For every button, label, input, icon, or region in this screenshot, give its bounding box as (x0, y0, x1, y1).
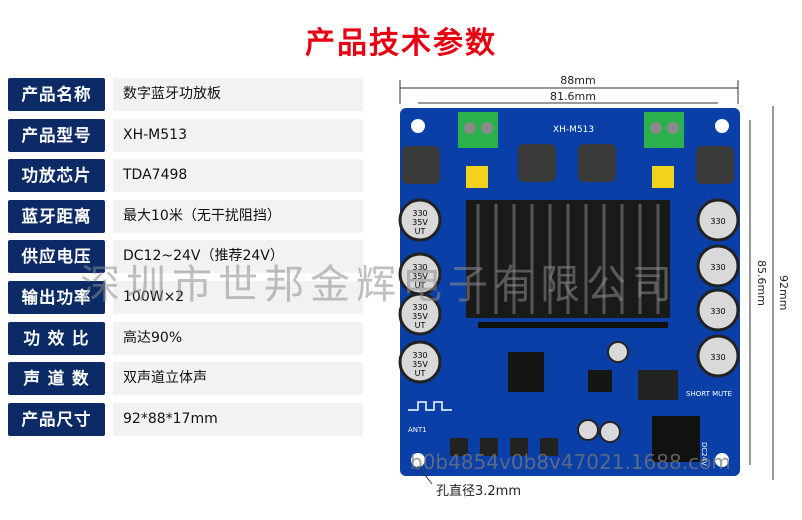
spec-value: 数字蓝牙功放板 (113, 78, 363, 111)
ic-chip (508, 352, 544, 392)
film-capacitor (466, 166, 488, 188)
spec-value: DC12~24V（推荐24V） (113, 240, 363, 274)
spec-value: 最大10米（无干扰阻挡） (113, 199, 363, 233)
dc-jack (652, 416, 700, 462)
antenna-trace (408, 401, 452, 411)
spec-label: 产品型号 (8, 118, 105, 152)
screw (667, 122, 679, 134)
inductor (518, 144, 556, 182)
board-model-silk: XH-M513 (553, 125, 594, 135)
svg-text:35V: 35V (412, 218, 428, 227)
screw (650, 122, 662, 134)
capacitor-right-1: 330 (696, 198, 740, 242)
screw (464, 122, 476, 134)
svg-text:330: 330 (412, 263, 427, 272)
spec-row: 蓝牙距离最大10米（无干扰阻挡） (8, 199, 363, 233)
svg-text:330: 330 (412, 209, 427, 218)
small-capacitor (599, 421, 621, 443)
hole-arrow (417, 465, 433, 485)
page-title: 产品技术参数 (305, 26, 497, 61)
tactile-button (480, 438, 498, 456)
dc-label: DC24V (700, 442, 708, 466)
spec-label: 蓝牙距离 (8, 199, 105, 233)
board-figure: 88mm 81.6mm 92mm 85.6mm XH-M513 (388, 70, 798, 516)
short-mute-label: SHORT MUTE (686, 390, 732, 398)
board-illustration: 88mm 81.6mm 92mm 85.6mm XH-M513 (398, 74, 790, 485)
dim-outer-height: 92mm (777, 275, 790, 310)
inductor (578, 144, 616, 182)
svg-text:330: 330 (710, 353, 725, 362)
film-capacitor (652, 166, 674, 188)
mount-hole (715, 453, 729, 467)
inductor (696, 146, 734, 184)
spec-label: 产品尺寸 (8, 402, 105, 436)
dim-outer-width: 88mm (560, 74, 595, 87)
shop-id-watermark: b0b4854v0b8v47021.1688.com (410, 450, 731, 474)
svg-text:35V: 35V (412, 360, 428, 369)
dim-inner-width: 81.6mm (550, 90, 596, 103)
svg-text:35V: 35V (412, 312, 428, 321)
spec-value: 高达90% (113, 321, 363, 355)
svg-text:UT: UT (415, 227, 426, 236)
svg-text:UT: UT (415, 281, 426, 290)
spec-label: 功 效 比 (8, 321, 105, 355)
spec-row: 产品名称数字蓝牙功放板 (8, 78, 363, 111)
spec-label: 功放芯片 (8, 159, 105, 193)
spec-value: 双声道立体声 (113, 362, 363, 396)
screw (481, 122, 493, 134)
tactile-button (540, 438, 558, 456)
small-capacitor (577, 419, 599, 441)
spec-label: 产品名称 (8, 78, 105, 111)
mount-hole (411, 453, 425, 467)
spec-row: 声 道 数双声道立体声 (8, 362, 363, 396)
tactile-button (510, 438, 528, 456)
svg-text:330: 330 (710, 307, 725, 316)
spec-label: 供应电压 (8, 240, 105, 274)
capacitor-right-3: 330 (696, 288, 740, 332)
inductor (402, 146, 440, 184)
spec-row: 功 效 比高达90% (8, 321, 363, 355)
svg-text:330: 330 (710, 217, 725, 226)
heatsink-fins (476, 204, 660, 314)
tactile-button (450, 438, 468, 456)
svg-text:330: 330 (710, 263, 725, 272)
hole-diameter-note: 孔直径3.2mm (436, 484, 522, 499)
svg-text:UT: UT (415, 369, 426, 378)
regulator (588, 370, 612, 392)
svg-text:35V: 35V (412, 272, 428, 281)
mount-hole (411, 119, 425, 133)
spec-value: 100W×2 (113, 280, 363, 314)
capacitor-right-2: 330 (696, 244, 740, 288)
pin-header (478, 322, 668, 328)
svg-text:UT: UT (415, 321, 426, 330)
spec-value: 92*88*17mm (113, 402, 363, 436)
spec-label: 声 道 数 (8, 362, 105, 396)
svg-text:330: 330 (412, 303, 427, 312)
small-capacitor (607, 341, 629, 363)
capacitor-right-4: 330 (696, 334, 740, 378)
mount-hole (715, 119, 729, 133)
spec-label: 输出功率 (8, 280, 105, 314)
dim-inner-height: 85.6mm (755, 260, 768, 306)
spec-value: TDA7498 (113, 159, 363, 193)
ant-label: ANT1 (408, 426, 427, 434)
spec-value: XH-M513 (113, 118, 363, 152)
svg-text:330: 330 (412, 351, 427, 360)
transistor (638, 370, 678, 400)
